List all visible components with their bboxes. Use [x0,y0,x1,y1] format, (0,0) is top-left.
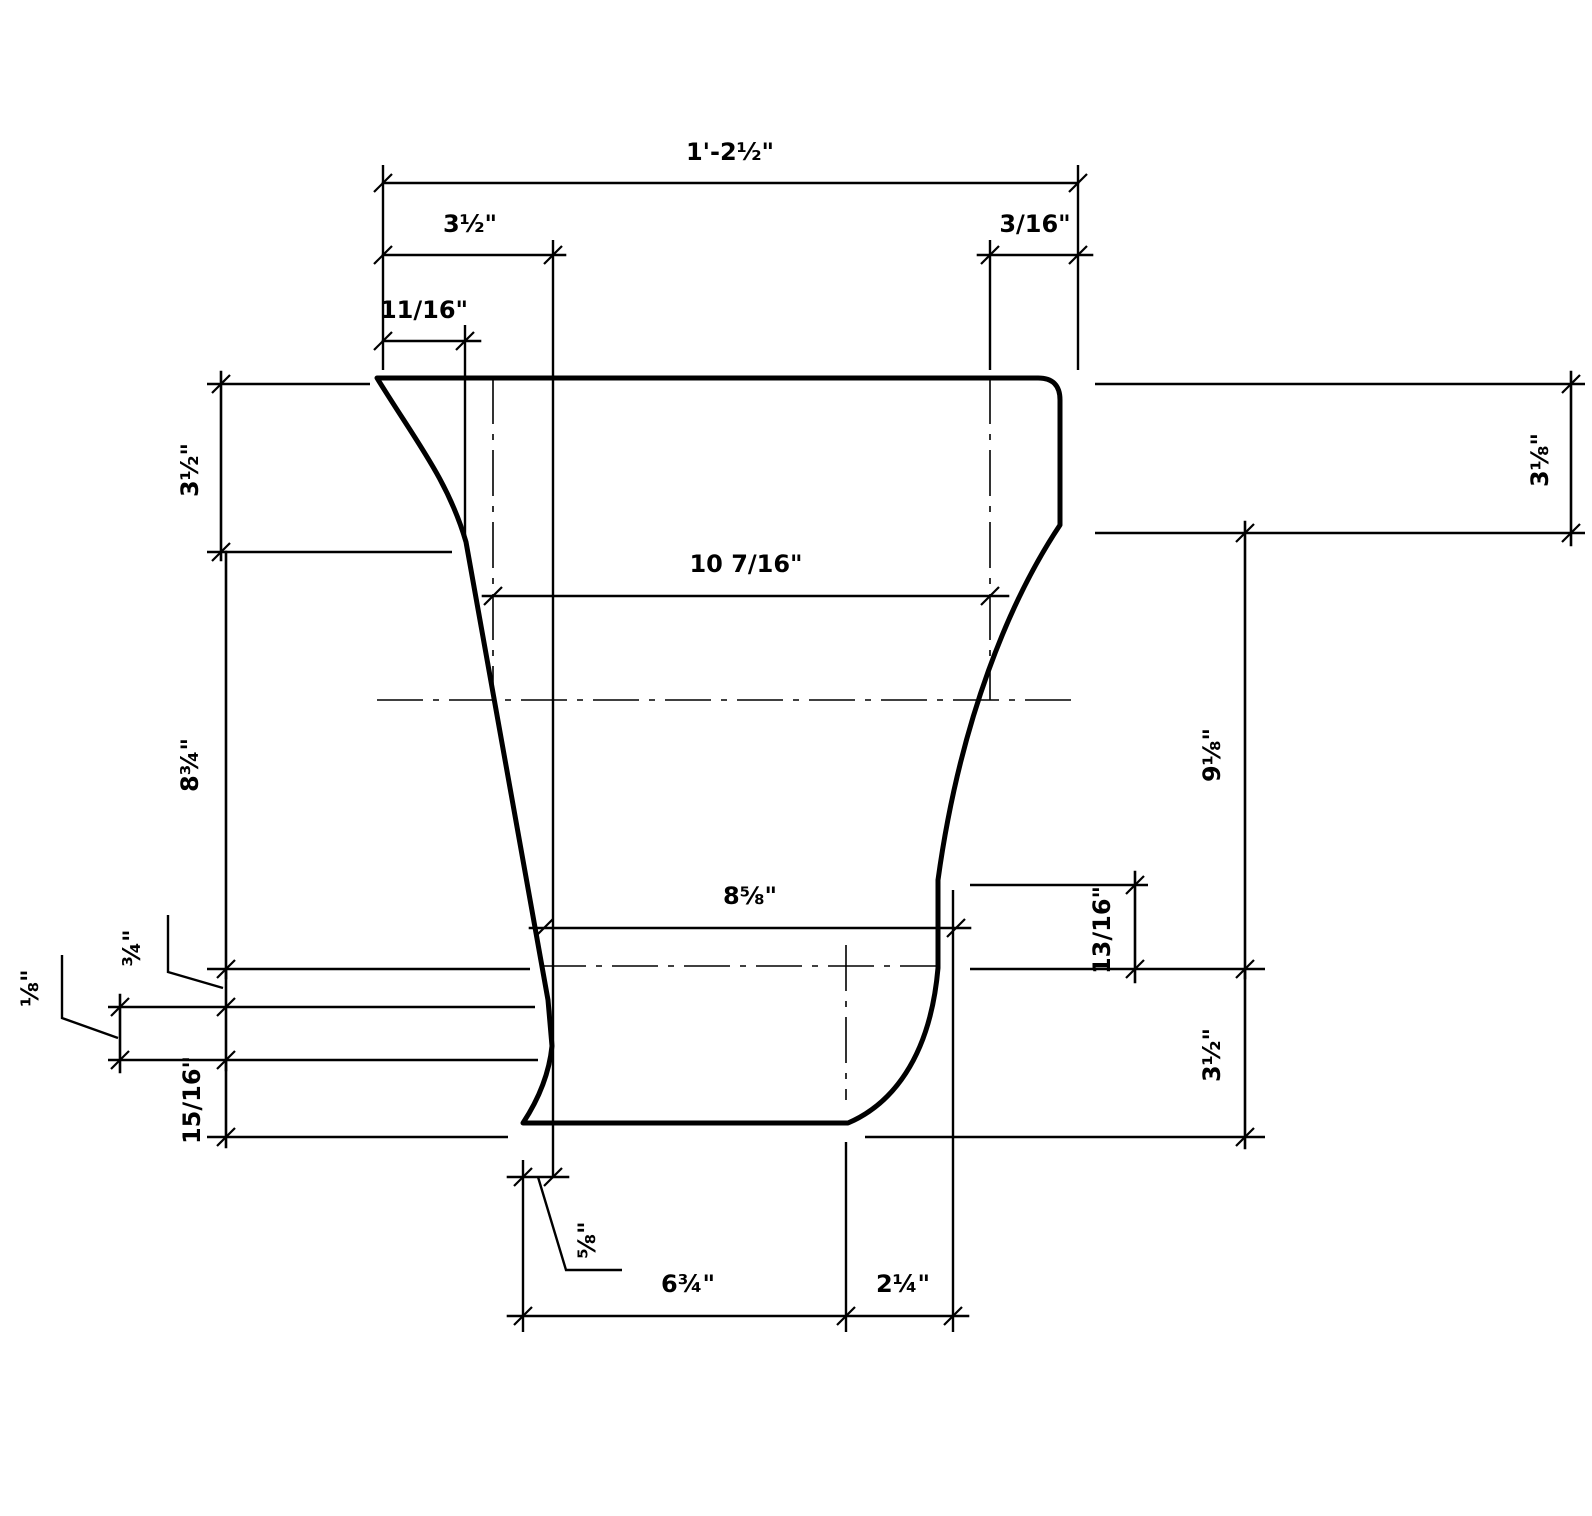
tick-right-9-1-8-top [1235,523,1255,543]
tick-8-5-8-left [534,918,554,938]
label-left-3-4: ¾" [118,929,146,966]
tick-3-5-right [543,245,563,265]
tick-bottom-6-3-4-right [836,1306,856,1326]
tick-right-lower-3-5-bottom [1235,1127,1255,1147]
tick-3-16-right [1068,245,1088,265]
label-right-3-1-8: 3⅛" [1526,433,1554,487]
label-lower-8-5-8: 8⅝" [723,882,777,910]
tick-right-13-16-top [1125,875,1145,895]
tick-bottom-6-3-4-left [513,1306,533,1326]
tick-left-3-5-top [211,374,231,394]
tick-bottom-2-1-4-right [943,1306,963,1326]
label-right-9-1-8: 9⅛" [1198,728,1226,782]
label-bottom-2-1-4: 2¼" [876,1270,930,1298]
label-mid-10-7-16: 10 7/16" [689,550,802,578]
label-top-3-5: 3½" [443,210,497,238]
tick-bottom-5-8-left [513,1167,533,1187]
tick-left-15-16-bottom [216,1127,236,1147]
tick-3-16-left [980,245,1000,265]
tick-right-13-16-bottom [1125,959,1145,979]
tick-10-7-16-left [483,586,503,606]
tick-left-1-8-bottom [110,1050,130,1070]
tick-11-16-left [373,331,393,351]
label-left-8-3-4: 8¾" [176,738,204,792]
label-left-3-5: 3½" [176,443,204,497]
label-right-lower-3-5: 3½" [1198,1028,1226,1082]
tick-overall-left [373,173,393,193]
tick-10-7-16-right [980,586,1000,606]
label-left-15-16: 15/16" [178,1056,206,1144]
tick-right-3-1-8-bottom [1561,523,1581,543]
tick-right-3-1-8-top [1561,374,1581,394]
label-top-3-16: 3/16" [999,210,1070,238]
label-left-1-8: ⅛" [16,969,44,1006]
tick-overall-right [1068,173,1088,193]
tick-11-16-right [455,331,475,351]
label-bottom-5-8: ⅝" [573,1221,601,1258]
molding-profile-outline [374,375,1063,1126]
leader-left-1-8 [60,955,119,1040]
label-bottom-6-3-4: 6¾" [661,1270,715,1298]
tick-8-5-8-right [946,918,966,938]
leader-left-3-4 [166,915,224,990]
tick-left-3-4-bottom [216,997,236,1017]
tick-left-1-8-top [110,997,130,1017]
label-right-13-16: 13/16" [1088,886,1116,974]
label-top-11-16: 11/16" [380,296,468,324]
tick-3-5-left [373,245,393,265]
tick-left-3-5-bottom [211,542,231,562]
label-overall-width: 1'-2½" [686,138,774,166]
tick-bottom-5-8-right [543,1167,563,1187]
leader-bottom-5-8 [536,1176,622,1272]
